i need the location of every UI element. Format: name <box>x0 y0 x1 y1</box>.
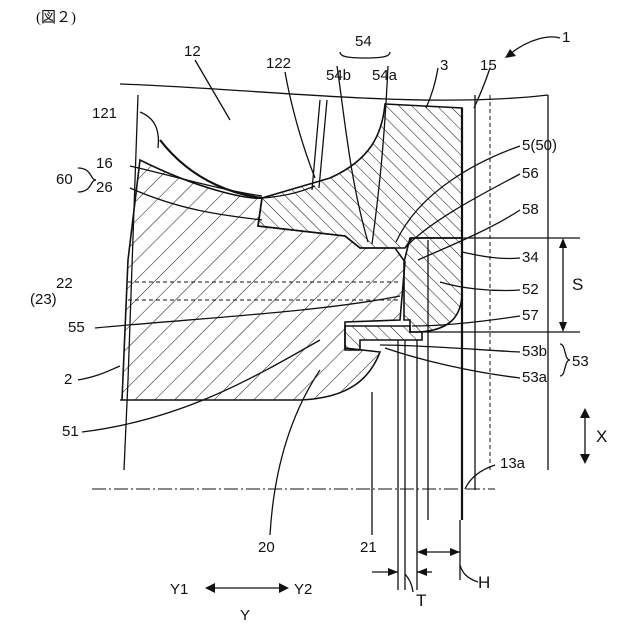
label-16: 16 <box>96 155 113 172</box>
label-H: H <box>478 573 490 592</box>
label-57: 57 <box>522 307 539 324</box>
label-23: (23) <box>30 291 57 308</box>
figure-caption: (図２) <box>36 9 76 26</box>
label-54: 54 <box>355 33 372 50</box>
label-21: 21 <box>360 539 377 556</box>
label-13a: 13a <box>500 455 526 472</box>
label-53a: 53a <box>522 369 548 386</box>
label-26: 26 <box>96 179 113 196</box>
label-51: 51 <box>62 423 79 440</box>
label-53b: 53b <box>522 343 547 360</box>
label-53: 53 <box>572 353 589 370</box>
label-12: 12 <box>184 43 201 60</box>
label-121: 121 <box>92 105 117 122</box>
label-60: 60 <box>56 171 73 188</box>
label-Y: Y <box>240 607 250 624</box>
label-S: S <box>572 275 583 294</box>
label-5-50: 5(50) <box>522 137 557 154</box>
label-1: 1 <box>562 29 570 46</box>
dimension-markers <box>372 548 460 576</box>
label-54b: 54b <box>326 67 351 84</box>
label-20: 20 <box>258 539 275 556</box>
label-122: 122 <box>266 55 291 72</box>
label-Y1: Y1 <box>170 581 188 598</box>
label-54a: 54a <box>372 67 398 84</box>
component-3-housing <box>258 104 462 248</box>
label-2: 2 <box>64 371 72 388</box>
label-52: 52 <box>522 281 539 298</box>
label-34: 34 <box>522 249 539 266</box>
label-X: X <box>596 427 607 446</box>
label-Y2: Y2 <box>294 581 312 598</box>
label-58: 58 <box>522 201 539 218</box>
label-3: 3 <box>440 57 448 74</box>
label-56: 56 <box>522 165 539 182</box>
label-15: 15 <box>480 57 497 74</box>
label-55: 55 <box>68 319 85 336</box>
label-22: 22 <box>56 275 73 292</box>
label-T: T <box>416 591 426 610</box>
